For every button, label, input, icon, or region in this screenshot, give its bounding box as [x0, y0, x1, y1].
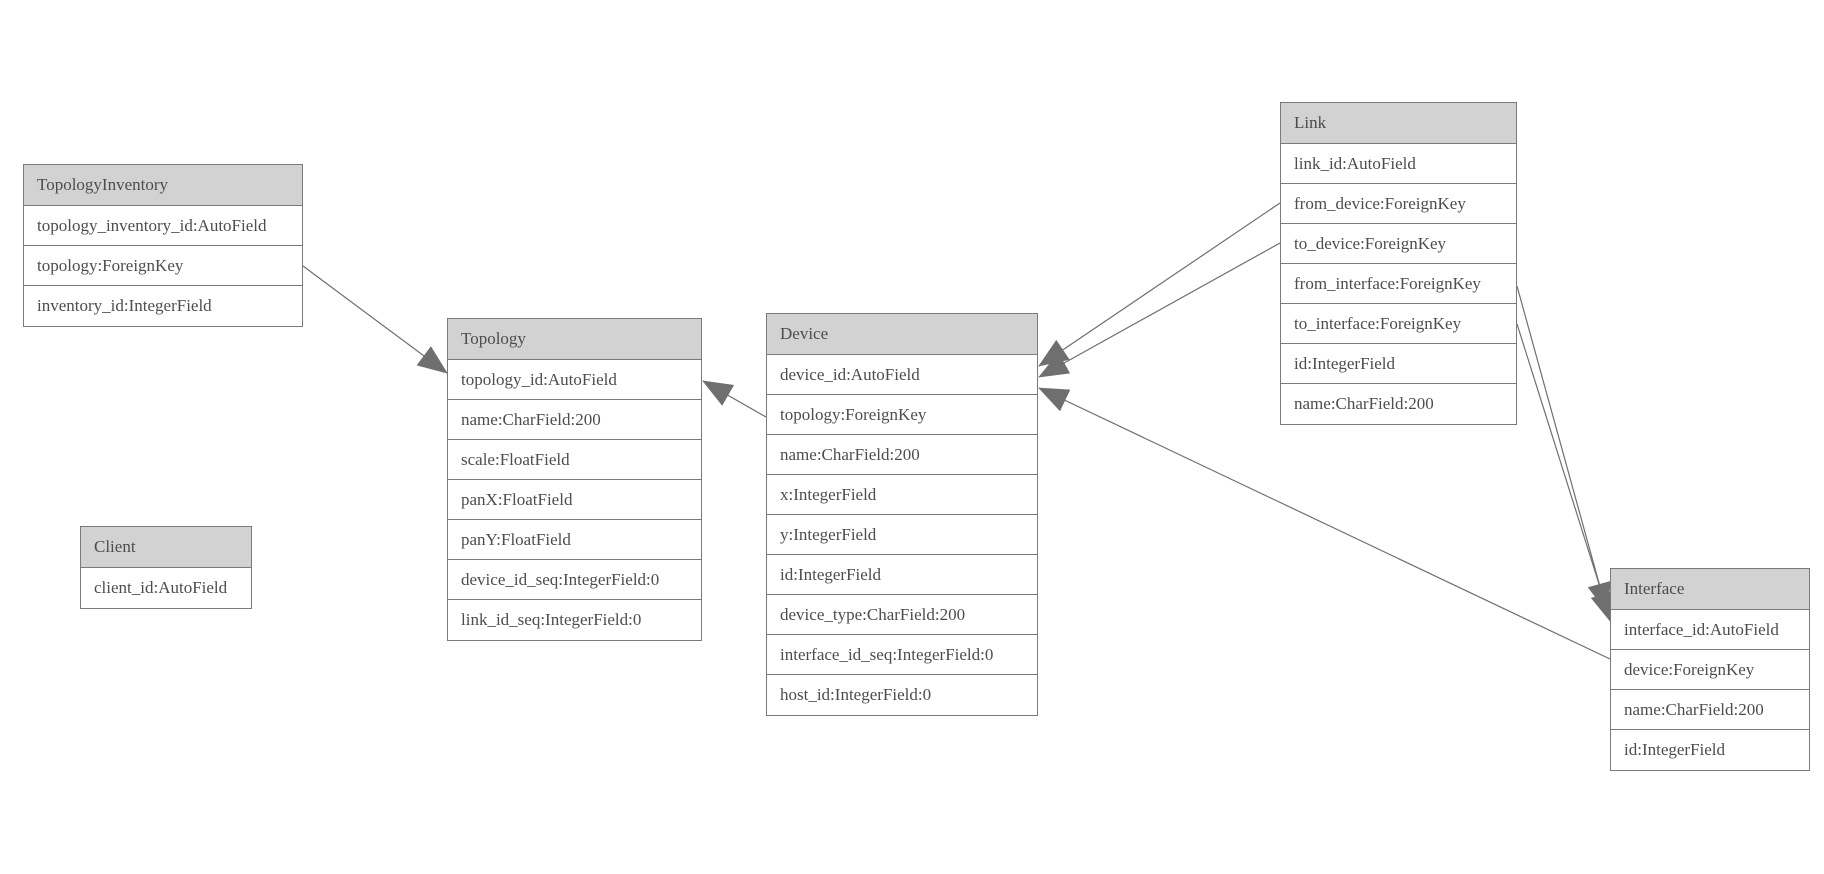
- edge-topologyinventory-topology: [302, 265, 448, 374]
- entity-field-row: device_type:CharField:200: [767, 595, 1037, 635]
- entity-field-row: link_id_seq:IntegerField:0: [448, 600, 701, 640]
- entity-field-row: id:IntegerField: [1281, 344, 1516, 384]
- entity-field-row: topology:ForeignKey: [767, 395, 1037, 435]
- entity-field-row: id:IntegerField: [767, 555, 1037, 595]
- entity-table-header: Topology: [448, 319, 701, 360]
- entity-field-row: name:CharField:200: [767, 435, 1037, 475]
- edge-interface-device: [1038, 387, 1611, 660]
- entity-field-row: inventory_id:IntegerField: [24, 286, 302, 326]
- entity-field-row: to_device:ForeignKey: [1281, 224, 1516, 264]
- entity-field-row: device:ForeignKey: [1611, 650, 1809, 690]
- entity-field-row: interface_id:AutoField: [1611, 610, 1809, 650]
- entity-table-header: TopologyInventory: [24, 165, 302, 206]
- entity-field-row: y:IntegerField: [767, 515, 1037, 555]
- entity-table-header: Link: [1281, 103, 1516, 144]
- entity-field-row: client_id:AutoField: [81, 568, 251, 608]
- edge-link-from_interface: [1516, 285, 1611, 613]
- entity-field-row: scale:FloatField: [448, 440, 701, 480]
- entity-field-row: id:IntegerField: [1611, 730, 1809, 770]
- entity-field-row: name:CharField:200: [1611, 690, 1809, 730]
- entity-field-row: device_id_seq:IntegerField:0: [448, 560, 701, 600]
- edge-device-topology: [702, 380, 767, 418]
- entity-table-header: Interface: [1611, 569, 1809, 610]
- entity-field-row: interface_id_seq:IntegerField:0: [767, 635, 1037, 675]
- entity-table-header: Client: [81, 527, 251, 568]
- entity-table-header: Device: [767, 314, 1037, 355]
- entity-field-row: from_interface:ForeignKey: [1281, 264, 1516, 304]
- entity-field-row: topology_inventory_id:AutoField: [24, 206, 302, 246]
- entity-field-row: panX:FloatField: [448, 480, 701, 520]
- entity-field-row: name:CharField:200: [448, 400, 701, 440]
- entity-field-row: x:IntegerField: [767, 475, 1037, 515]
- entity-field-row: to_interface:ForeignKey: [1281, 304, 1516, 344]
- entity-field-row: device_id:AutoField: [767, 355, 1037, 395]
- entity-field-row: topology_id:AutoField: [448, 360, 701, 400]
- entity-field-row: panY:FloatField: [448, 520, 701, 560]
- entity-field-row: from_device:ForeignKey: [1281, 184, 1516, 224]
- entity-field-row: host_id:IntegerField:0: [767, 675, 1037, 715]
- edge-link-to_device: [1038, 242, 1281, 378]
- entity-field-row: topology:ForeignKey: [24, 246, 302, 286]
- edge-link-to_interface: [1516, 323, 1614, 623]
- edge-link-from_device: [1038, 202, 1281, 367]
- entity-field-row: link_id:AutoField: [1281, 144, 1516, 184]
- entity-field-row: name:CharField:200: [1281, 384, 1516, 424]
